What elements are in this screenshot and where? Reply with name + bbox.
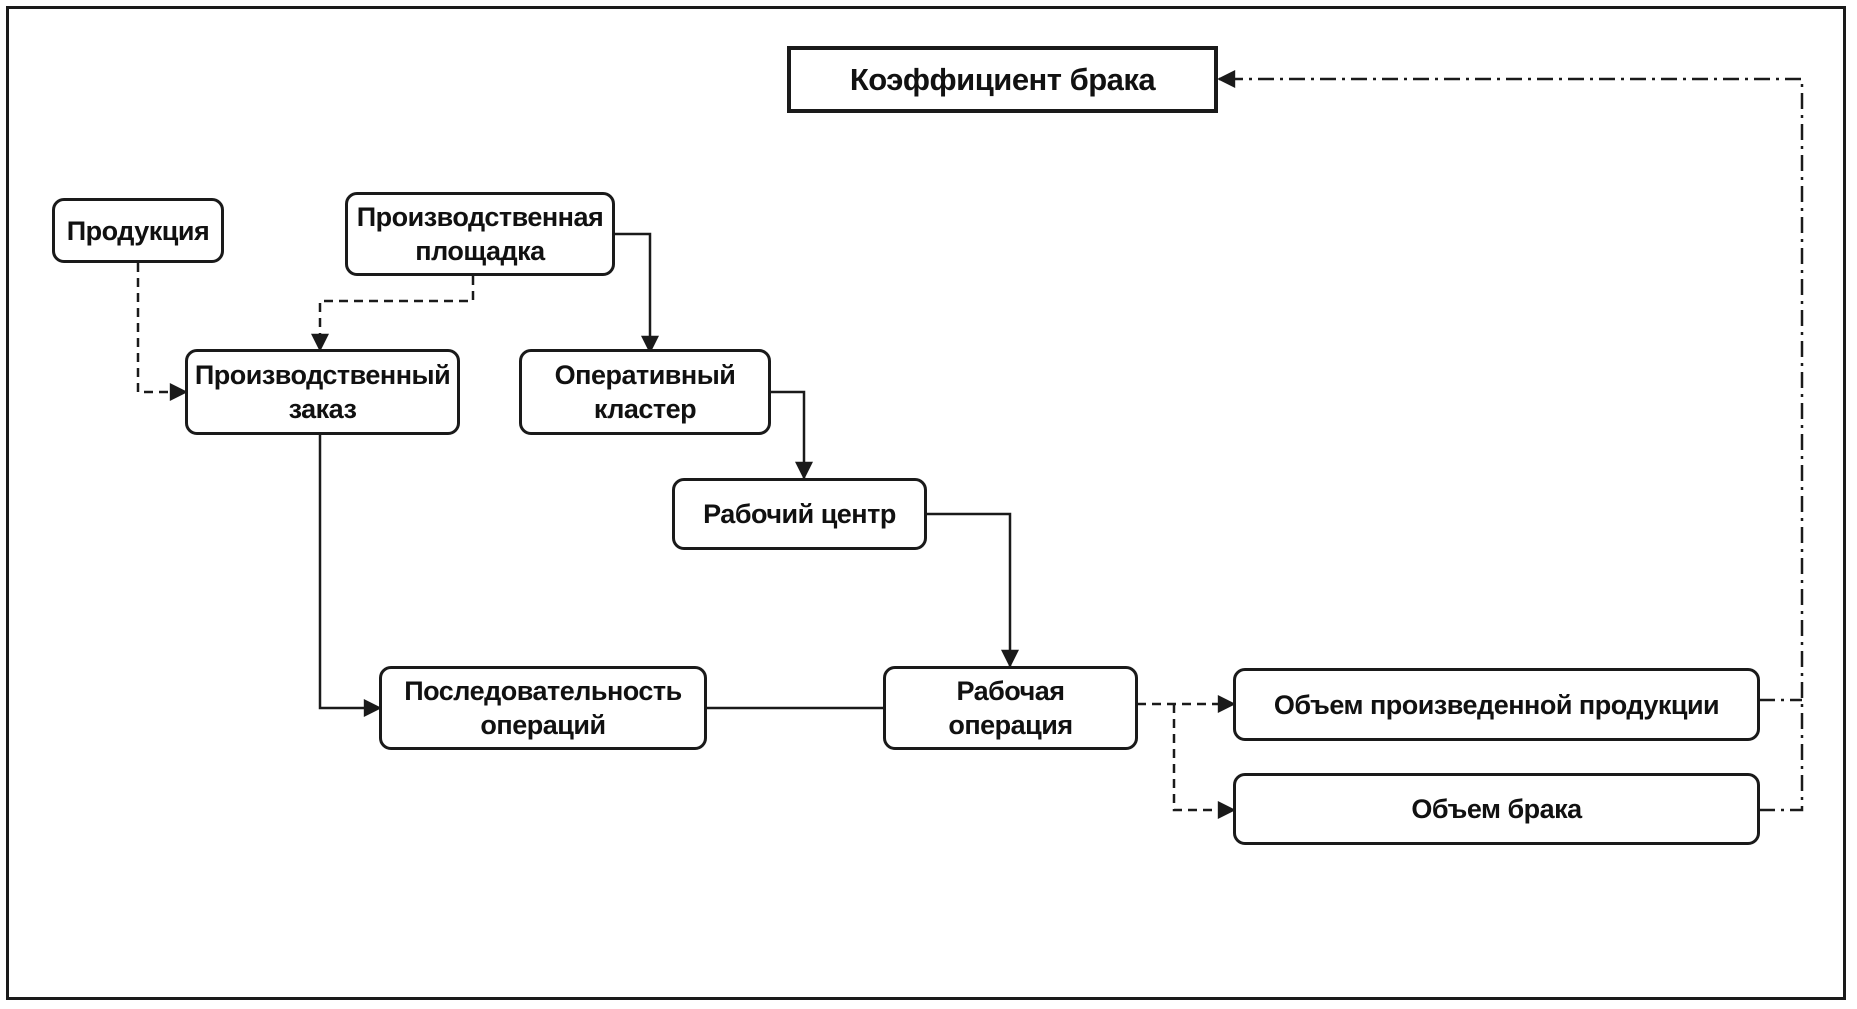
node-production-order[interactable]: Производственный заказ [185, 349, 460, 435]
edge-defect-to-ratio [1217, 70, 1804, 812]
edge-site-to-order [311, 276, 475, 352]
edge-operation-to-defect [1172, 704, 1236, 819]
node-defect-volume[interactable]: Объем брака [1233, 773, 1760, 845]
node-production-site[interactable]: Производственная площадка [345, 192, 615, 276]
node-work-operation[interactable]: Рабочая операция [883, 666, 1138, 750]
node-operation-sequence[interactable]: Последовательность операций [379, 666, 707, 750]
diagram-frame [6, 6, 1846, 1000]
node-product[interactable]: Продукция [52, 198, 224, 263]
edge-workcenter-to-operation [926, 512, 1019, 668]
node-production-order-label: Производственный заказ [194, 360, 451, 424]
node-produced-volume-label: Объем произведенной продукции [1273, 689, 1720, 720]
edge-cluster-to-workcenter [770, 390, 813, 480]
edge-order-to-sequence [318, 435, 382, 717]
node-operational-cluster-label: Оперативный кластер [554, 360, 736, 424]
node-production-site-label: Производственная площадка [356, 202, 604, 266]
node-defect-ratio[interactable]: Коэффициент брака [787, 46, 1218, 113]
node-operation-sequence-label: Последовательность операций [404, 676, 682, 740]
edge-site-to-cluster [614, 232, 659, 354]
node-work-center[interactable]: Рабочий центр [672, 478, 927, 550]
edge-product-to-order [136, 263, 188, 401]
node-defect-ratio-label: Коэффициент брака [849, 61, 1156, 97]
node-product-label: Продукция [66, 215, 210, 246]
node-produced-volume[interactable]: Объем произведенной продукции [1233, 668, 1760, 741]
node-work-center-label: Рабочий центр [703, 499, 896, 529]
node-operational-cluster[interactable]: Оперативный кластер [519, 349, 771, 435]
node-work-operation-label: Рабочая операция [948, 676, 1073, 740]
node-defect-volume-label: Объем брака [1411, 794, 1582, 824]
